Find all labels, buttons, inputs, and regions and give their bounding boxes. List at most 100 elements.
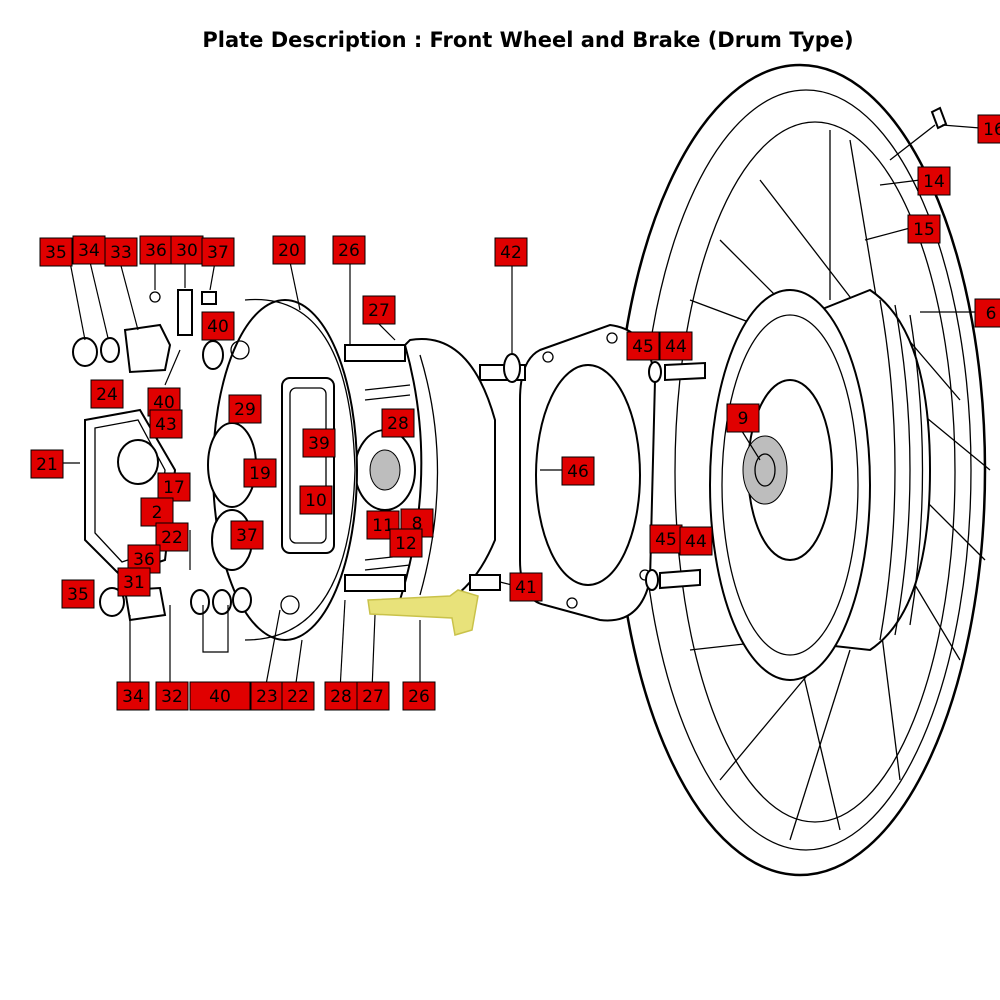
callout-number: 45	[632, 337, 654, 357]
callout-number: 24	[96, 385, 118, 405]
plate-title: Plate Description : Front Wheel and Brak…	[202, 28, 854, 52]
callout-number: 21	[36, 455, 58, 475]
callout-number: 20	[278, 241, 300, 261]
callout-number: 39	[308, 434, 330, 454]
callout-number: 36	[145, 241, 167, 261]
callout-box	[324, 681, 358, 711]
callout-box	[61, 579, 95, 609]
callout-box	[381, 408, 415, 438]
callout-31: 31	[117, 567, 151, 597]
callout-number: 31	[123, 573, 145, 593]
callout-number: 37	[236, 526, 258, 546]
callout-40: 40	[189, 681, 251, 711]
callout-number: 42	[500, 243, 522, 263]
callout-number: 32	[161, 687, 183, 707]
callout-29: 29	[228, 394, 262, 424]
callout-number: 34	[78, 241, 100, 261]
callout-23: 23	[250, 681, 284, 711]
callout-37: 37	[230, 520, 264, 550]
callout-box	[389, 528, 423, 558]
callout-number: 26	[338, 241, 360, 261]
callout-number: 33	[110, 243, 132, 263]
callout-box	[356, 681, 390, 711]
callout-number: 22	[161, 528, 183, 548]
callout-number: 40	[153, 393, 175, 413]
callout-number: 41	[515, 578, 537, 598]
callout-box	[90, 379, 124, 409]
cover-plate	[84, 408, 177, 577]
callout-45: 45	[649, 524, 683, 554]
callout-box	[561, 456, 595, 486]
callout-36: 36	[139, 235, 173, 265]
callout-box	[201, 311, 235, 341]
callout-33: 33	[104, 237, 138, 267]
wheel-hub	[709, 288, 932, 681]
callout-box	[302, 428, 336, 458]
callout-number: 14	[923, 172, 945, 192]
callout-box	[139, 235, 173, 265]
callout-number: 37	[207, 243, 229, 263]
callout-box	[201, 237, 235, 267]
callout-box	[659, 331, 693, 361]
callout-number: 36	[133, 550, 155, 570]
callout-box	[726, 403, 760, 433]
callout-15: 15	[907, 214, 941, 244]
callout-box	[140, 497, 174, 527]
callout-17: 17	[157, 472, 191, 502]
callout-45: 45	[626, 331, 660, 361]
leader-lines	[60, 124, 981, 691]
callout-box	[243, 458, 277, 488]
callout-box	[30, 449, 64, 479]
callout-30: 30	[170, 235, 204, 265]
callout-44: 44	[679, 526, 713, 556]
callout-box	[39, 237, 73, 267]
callout-box	[907, 214, 941, 244]
callout-number: 9	[738, 409, 749, 429]
callout-43: 43	[149, 409, 183, 439]
callout-number: 6	[986, 304, 997, 324]
callout-box	[155, 522, 189, 552]
callout-37: 37	[201, 237, 235, 267]
callout-number: 16	[983, 120, 1000, 140]
callout-16: 16	[977, 114, 1000, 144]
callout-22: 22	[281, 681, 315, 711]
callout-28: 28	[381, 408, 415, 438]
callout-number: 46	[567, 462, 589, 482]
callout-box	[917, 166, 951, 196]
callout-28: 28	[324, 681, 358, 711]
callout-21: 21	[30, 449, 64, 479]
callout-26: 26	[402, 681, 436, 711]
callout-box	[977, 114, 1000, 144]
callout-number: 8	[412, 514, 423, 534]
callout-number: 12	[395, 534, 417, 554]
callout-41: 41	[509, 572, 543, 602]
callout-box	[272, 235, 306, 265]
callout-20: 20	[272, 235, 306, 265]
callout-27: 27	[362, 295, 396, 325]
callout-box	[281, 681, 315, 711]
callout-27: 27	[356, 681, 390, 711]
callout-box	[170, 235, 204, 265]
callout-42: 42	[494, 237, 528, 267]
callout-22: 22	[155, 522, 189, 552]
callout-number: 35	[67, 585, 89, 605]
callout-box	[679, 526, 713, 556]
callout-box	[626, 331, 660, 361]
callout-number: 30	[176, 241, 198, 261]
callout-2: 2	[140, 497, 174, 527]
callout-number: 28	[387, 414, 409, 434]
brake-shoes	[344, 338, 496, 612]
callout-40: 40	[201, 311, 235, 341]
callout-number: 44	[685, 532, 707, 552]
spindle-highlighted	[367, 589, 479, 636]
callout-number: 23	[256, 687, 278, 707]
callout-box	[157, 472, 191, 502]
callout-number: 29	[234, 400, 256, 420]
callout-46: 46	[561, 456, 595, 486]
callout-box	[362, 295, 396, 325]
callout-box	[230, 520, 264, 550]
bolts	[469, 106, 948, 591]
callout-box	[228, 394, 262, 424]
callout-44: 44	[659, 331, 693, 361]
